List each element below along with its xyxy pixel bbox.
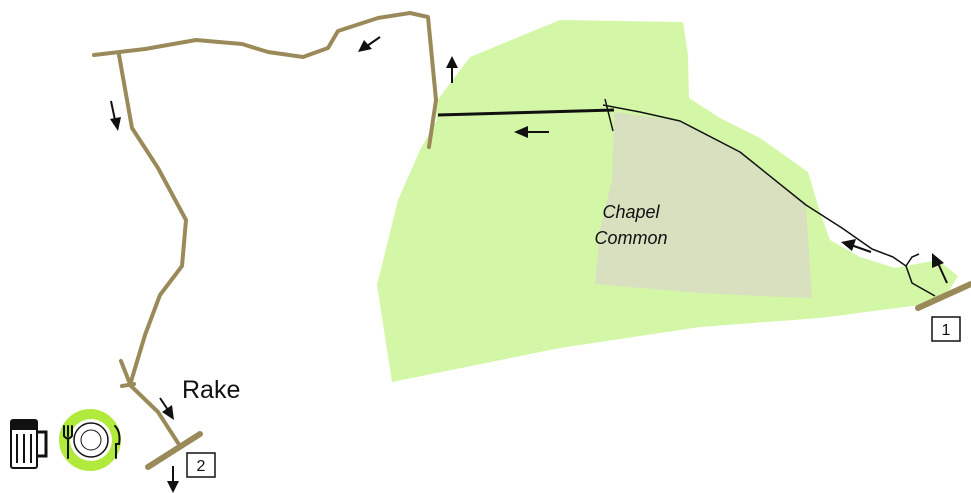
area-label-line2: Common <box>594 228 667 248</box>
pub-icon <box>10 419 48 469</box>
waypoint-2-label: 2 <box>197 458 206 475</box>
route-crossbar-1 <box>119 359 132 386</box>
waypoint-1-label: 1 <box>942 322 951 339</box>
waypoint-1-marker: 1 <box>931 316 961 342</box>
area-label-line1: Chapel <box>602 202 660 222</box>
arrow-icon <box>358 36 381 52</box>
chapel-common-heath <box>595 112 812 298</box>
route-track <box>92 11 438 149</box>
road-rake <box>145 431 203 470</box>
arrow-icon <box>159 397 174 420</box>
footpath-tick <box>604 98 614 132</box>
arrow-icon <box>446 56 458 83</box>
route-track-south <box>117 53 188 445</box>
restaurant-icon <box>59 409 121 471</box>
arrow-icon <box>932 253 948 284</box>
waypoint-2-marker: 2 <box>186 452 216 478</box>
road-start <box>915 281 971 311</box>
arrow-icon <box>841 239 872 253</box>
footpath-west <box>437 108 615 117</box>
footpath-fork <box>905 253 920 267</box>
route-crossbar-2 <box>120 382 136 388</box>
arrow-icon <box>110 100 121 131</box>
arrow-icon <box>514 126 549 138</box>
footpath-east <box>602 104 936 297</box>
arrow-icon <box>167 466 179 493</box>
place-label-rake: Rake <box>182 376 240 404</box>
